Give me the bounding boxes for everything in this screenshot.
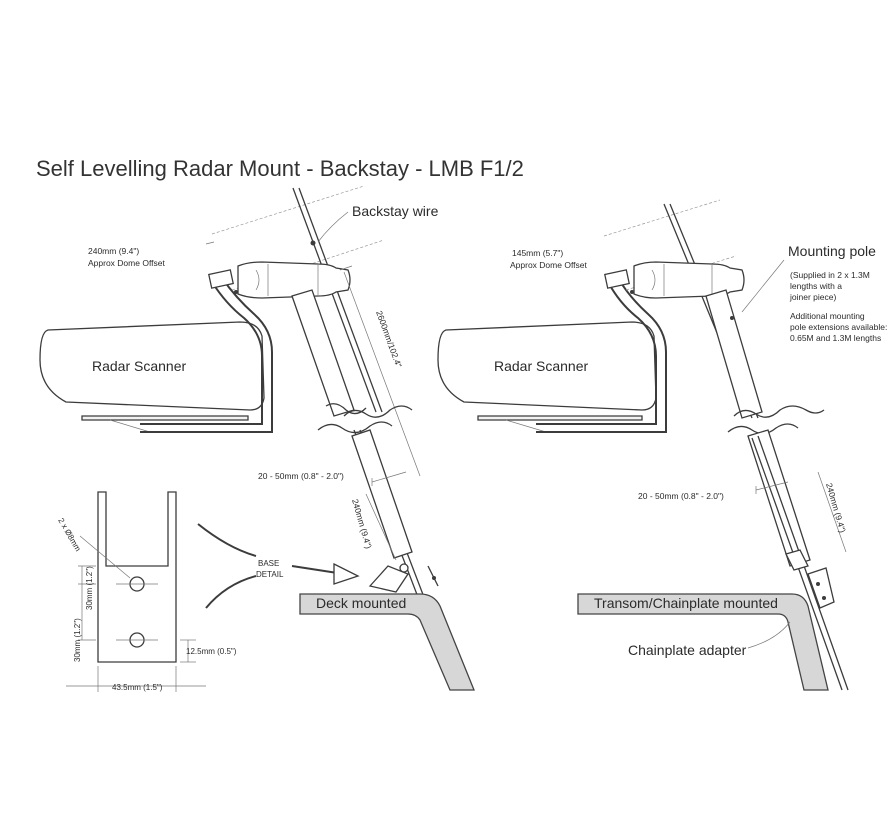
base-width-dim: 43.5mm (1.5") xyxy=(112,683,163,692)
hole-size-label: 2 x Ø8mm xyxy=(56,517,82,554)
bracket-dim-left: 240mm (9.4") xyxy=(350,498,374,550)
cranked-arm-right xyxy=(536,269,667,433)
dome-offset-value-right: 145mm (5.7") xyxy=(512,248,563,258)
gap-dim-left: 20 - 50mm (0.8" - 2.0") xyxy=(258,471,344,481)
radar-scanner-right: Radar Scanner xyxy=(437,321,657,433)
mounting-pole-label: Mounting pole xyxy=(788,243,876,259)
dome-offset-label-right: Approx Dome Offset xyxy=(510,260,587,270)
base-detail-callout-line1: BASE xyxy=(258,559,279,568)
chainplate-adapter xyxy=(807,567,835,609)
edge-offset-dim: 12.5mm (0.5") xyxy=(186,647,237,656)
radar-scanner-label-left: Radar Scanner xyxy=(92,358,187,374)
backstay-wire-label: Backstay wire xyxy=(352,203,439,219)
diagram-title: Self Levelling Radar Mount - Backstay - … xyxy=(36,156,524,181)
deck-mounted-label: Deck mounted xyxy=(316,595,406,611)
levelling-clamp-left xyxy=(237,261,351,299)
pole-note-2: lengths with a xyxy=(790,281,842,291)
transom-profile xyxy=(577,593,829,691)
height-dim-left: 2600mm/102.4" xyxy=(374,309,404,369)
radar-scanner-left: Radar Scanner xyxy=(39,321,265,433)
base-detail: 2 x Ø8mm 30mm (1.2") 30mm (1.2") 12.5mm … xyxy=(56,491,360,692)
cranked-arm-left xyxy=(140,269,273,433)
top-offset-dim: 30mm (1.2") xyxy=(85,566,94,610)
deck-profile xyxy=(299,593,475,691)
base-detail-callout-line2: DETAIL xyxy=(256,570,284,579)
mounting-pole xyxy=(705,289,763,419)
bracket-dim-right: 240mm (9.4") xyxy=(824,482,848,534)
pole-note-1: (Supplied in 2 x 1.3M xyxy=(790,270,870,280)
pole-note-3: joiner piece) xyxy=(789,292,836,302)
right-panel-transom-mounted: Radar Scanner 145mm (5.7") Approx Dome O… xyxy=(437,199,887,691)
ext-note-1: Additional mounting xyxy=(790,311,865,321)
dome-offset-value-left: 240mm (9.4") xyxy=(88,246,139,256)
gap-dim-right: 20 - 50mm (0.8" - 2.0") xyxy=(638,491,724,501)
dome-offset-label-left: Approx Dome Offset xyxy=(88,258,165,268)
ext-note-3: 0.65M and 1.3M lengths xyxy=(790,333,881,343)
hole-spacing-dim: 30mm (1.2") xyxy=(73,618,82,662)
ext-note-2: pole extensions available: xyxy=(790,322,887,332)
transom-mounted-label: Transom/Chainplate mounted xyxy=(594,595,778,611)
radar-scanner-label-right: Radar Scanner xyxy=(494,358,589,374)
levelling-clamp-right xyxy=(633,261,745,299)
chainplate-adapter-label: Chainplate adapter xyxy=(628,642,747,658)
